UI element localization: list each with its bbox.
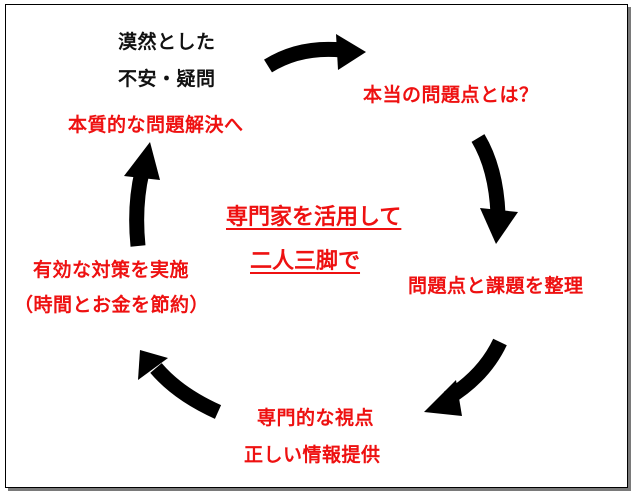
arrow-right: [471, 134, 518, 244]
arrow-top: [264, 34, 366, 73]
step-2-label: 問題点と課題を整理: [408, 275, 584, 297]
arrow-bottom-left: [138, 350, 222, 419]
center-title-line-2: 二人三脚で: [250, 249, 361, 274]
arrow-left: [124, 142, 160, 247]
arrow-bottom-right: [424, 338, 507, 416]
step-1-label: 本当の問題点とは？: [363, 84, 539, 106]
step-4-line-2: （時間とお金を節約）: [14, 294, 210, 316]
start-node-line-2: 不安・疑問: [118, 68, 216, 90]
center-title-line-1: 専門家を活用して: [226, 205, 402, 230]
step-3-line-2: 正しい情報提供: [244, 444, 381, 466]
step-4-line-1: 有効な対策を実施: [33, 259, 190, 281]
step-3-line-1: 専門的な視点: [257, 407, 375, 429]
diagram-frame: [5, 4, 628, 488]
start-node-line-3: 本質的な問題解決へ: [68, 114, 244, 136]
start-node-line-1: 漠然とした: [118, 31, 216, 53]
